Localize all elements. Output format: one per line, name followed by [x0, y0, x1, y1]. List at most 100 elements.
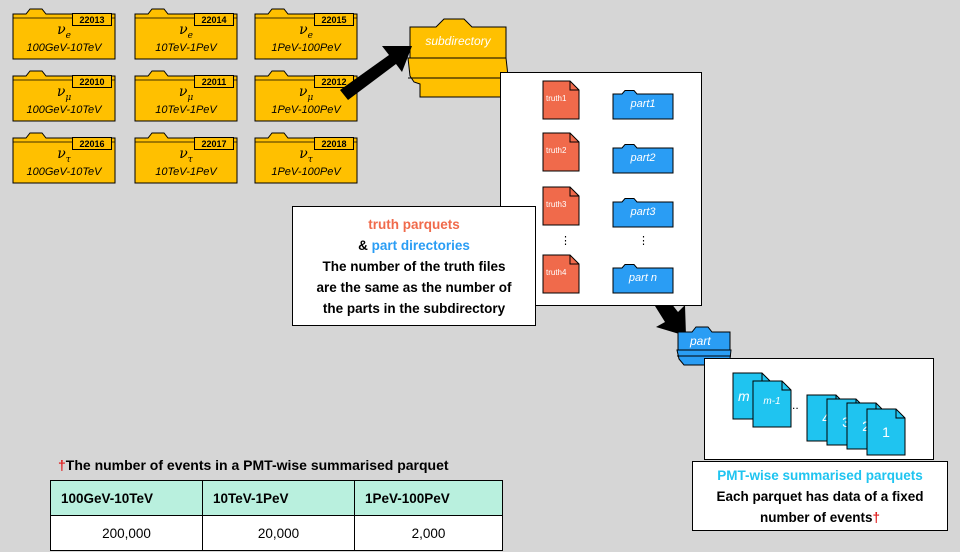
flavor-subscript: τ	[307, 154, 313, 165]
pmt-file-m-minus-1-label: m-1	[763, 396, 781, 407]
folder-code: 22018	[314, 137, 354, 150]
nu-letter: ν	[57, 22, 66, 38]
truth-file-label: truth1	[546, 94, 567, 103]
truth-ellipsis: ⋮	[560, 235, 571, 247]
truth-file[interactable]: truth3	[542, 186, 580, 226]
energy-range: 100GeV-10TeV	[26, 166, 102, 178]
folder-icon	[612, 90, 674, 120]
energy-range: 10TeV-1PeV	[155, 42, 217, 54]
table-caption-text: The number of events in a PMT-wise summa…	[65, 457, 449, 473]
part-directory[interactable]: part2	[612, 144, 674, 174]
events-per-parquet-table: 100GeV-10TeV 10TeV-1PeV 1PeV-100PeV 200,…	[50, 480, 503, 551]
part-directory[interactable]: part1	[612, 90, 674, 120]
table-header-cell: 1PeV-100PeV	[354, 480, 503, 516]
part-directory-label: part1	[630, 98, 656, 110]
folder-code: 22011	[194, 75, 234, 88]
folder-code: 22015	[314, 13, 354, 26]
folder-icon	[612, 264, 674, 294]
part-folder-icon	[676, 326, 732, 366]
folder-icon	[612, 144, 674, 174]
folder-code: 22016	[72, 137, 112, 150]
neutrino-symbol: νμ	[134, 84, 238, 103]
folder-code: 22010	[72, 75, 112, 88]
part-directories-title: part directories	[371, 238, 470, 253]
truth-file[interactable]: truth4	[542, 254, 580, 294]
truth-file-label: truth3	[546, 200, 567, 209]
table-value-cell: 2,000	[354, 515, 503, 551]
part-directory[interactable]: part3	[612, 198, 674, 228]
truth-part-description: truth parquets & part directories The nu…	[292, 206, 536, 326]
flavor-subscript: e	[187, 30, 193, 41]
nu-letter: ν	[299, 22, 308, 38]
truth-file-label: truth4	[546, 268, 567, 277]
neutrino-symbol: νe	[12, 22, 116, 41]
truth-file[interactable]: truth1	[542, 80, 580, 120]
table-value-cell: 20,000	[202, 515, 355, 551]
file-icon	[542, 186, 580, 226]
table-value-cell: 200,000	[50, 515, 203, 551]
dagger-mark: †	[872, 510, 881, 525]
energy-range: 100GeV-10TeV	[26, 104, 102, 116]
part-directory[interactable]: part n	[612, 264, 674, 294]
subdirectory-folder-icon	[407, 18, 509, 98]
table-caption-dagger: †	[58, 457, 66, 473]
file-icon	[542, 80, 580, 120]
pmt-file-2-label: 2	[862, 418, 870, 434]
part-directory-label: part3	[630, 206, 656, 218]
pmt-file-1[interactable]: 1	[866, 408, 906, 456]
file-icon	[542, 254, 580, 294]
file-icon	[866, 408, 906, 456]
nu-letter: ν	[179, 146, 188, 162]
flavor-subscript: τ	[65, 154, 71, 165]
table-caption: †The number of events in a PMT-wise summ…	[58, 457, 449, 473]
neutrino-symbol: ντ	[254, 146, 358, 165]
table-header-cell: 10TeV-1PeV	[202, 480, 355, 516]
truth-parquets-title: truth parquets	[368, 217, 460, 232]
folder-code: 22014	[194, 13, 234, 26]
pmt-file-4-label: 4	[822, 410, 830, 426]
pmt-file-m-label: m	[738, 388, 750, 404]
subdirectory-folder[interactable]: subdirectory	[406, 18, 510, 98]
flavor-subscript: μ	[307, 92, 314, 103]
part-folder[interactable]: part	[676, 326, 732, 366]
nu-letter: ν	[57, 146, 66, 162]
pmt-files-ellipsis: ..	[792, 398, 799, 412]
table-header-row: 100GeV-10TeV 10TeV-1PeV 1PeV-100PeV	[50, 480, 503, 516]
energy-range: 10TeV-1PeV	[155, 166, 217, 178]
description-line-3: the parts in the subdirectory	[322, 301, 506, 316]
part-directory-label: part2	[630, 152, 656, 164]
energy-range: 1PeV-100PeV	[271, 104, 341, 116]
nu-letter: ν	[298, 84, 308, 100]
part-directory-label: part n	[628, 272, 658, 284]
nu-letter: ν	[179, 22, 188, 38]
truth-file-label: truth2	[546, 146, 567, 155]
energy-range: 100GeV-10TeV	[26, 42, 102, 54]
folder-icon	[612, 198, 674, 228]
neutrino-symbol: νμ	[12, 84, 116, 103]
flavor-subscript: e	[307, 30, 313, 41]
pmt-caption-line-2: number of events†	[693, 507, 947, 528]
truth-file[interactable]: truth2	[542, 132, 580, 172]
arrow-to-subdirectory	[340, 46, 412, 100]
flavor-subscript: τ	[187, 154, 193, 165]
pmt-caption-line-1: Each parquet has data of a fixed	[716, 489, 924, 504]
nu-letter: ν	[299, 146, 308, 162]
part-folder-label: part	[690, 334, 711, 348]
subdirectory-label: subdirectory	[425, 34, 491, 48]
pmt-file-1-label: 1	[882, 424, 890, 440]
neutrino-symbol: νe	[134, 22, 238, 41]
pmt-file-m-minus-1[interactable]: m-1	[752, 380, 792, 428]
part-directories-line: & part directories	[293, 235, 535, 256]
folder-code: 22013	[72, 13, 112, 26]
flavor-subscript: μ	[187, 92, 194, 103]
nu-letter: ν	[178, 84, 188, 100]
